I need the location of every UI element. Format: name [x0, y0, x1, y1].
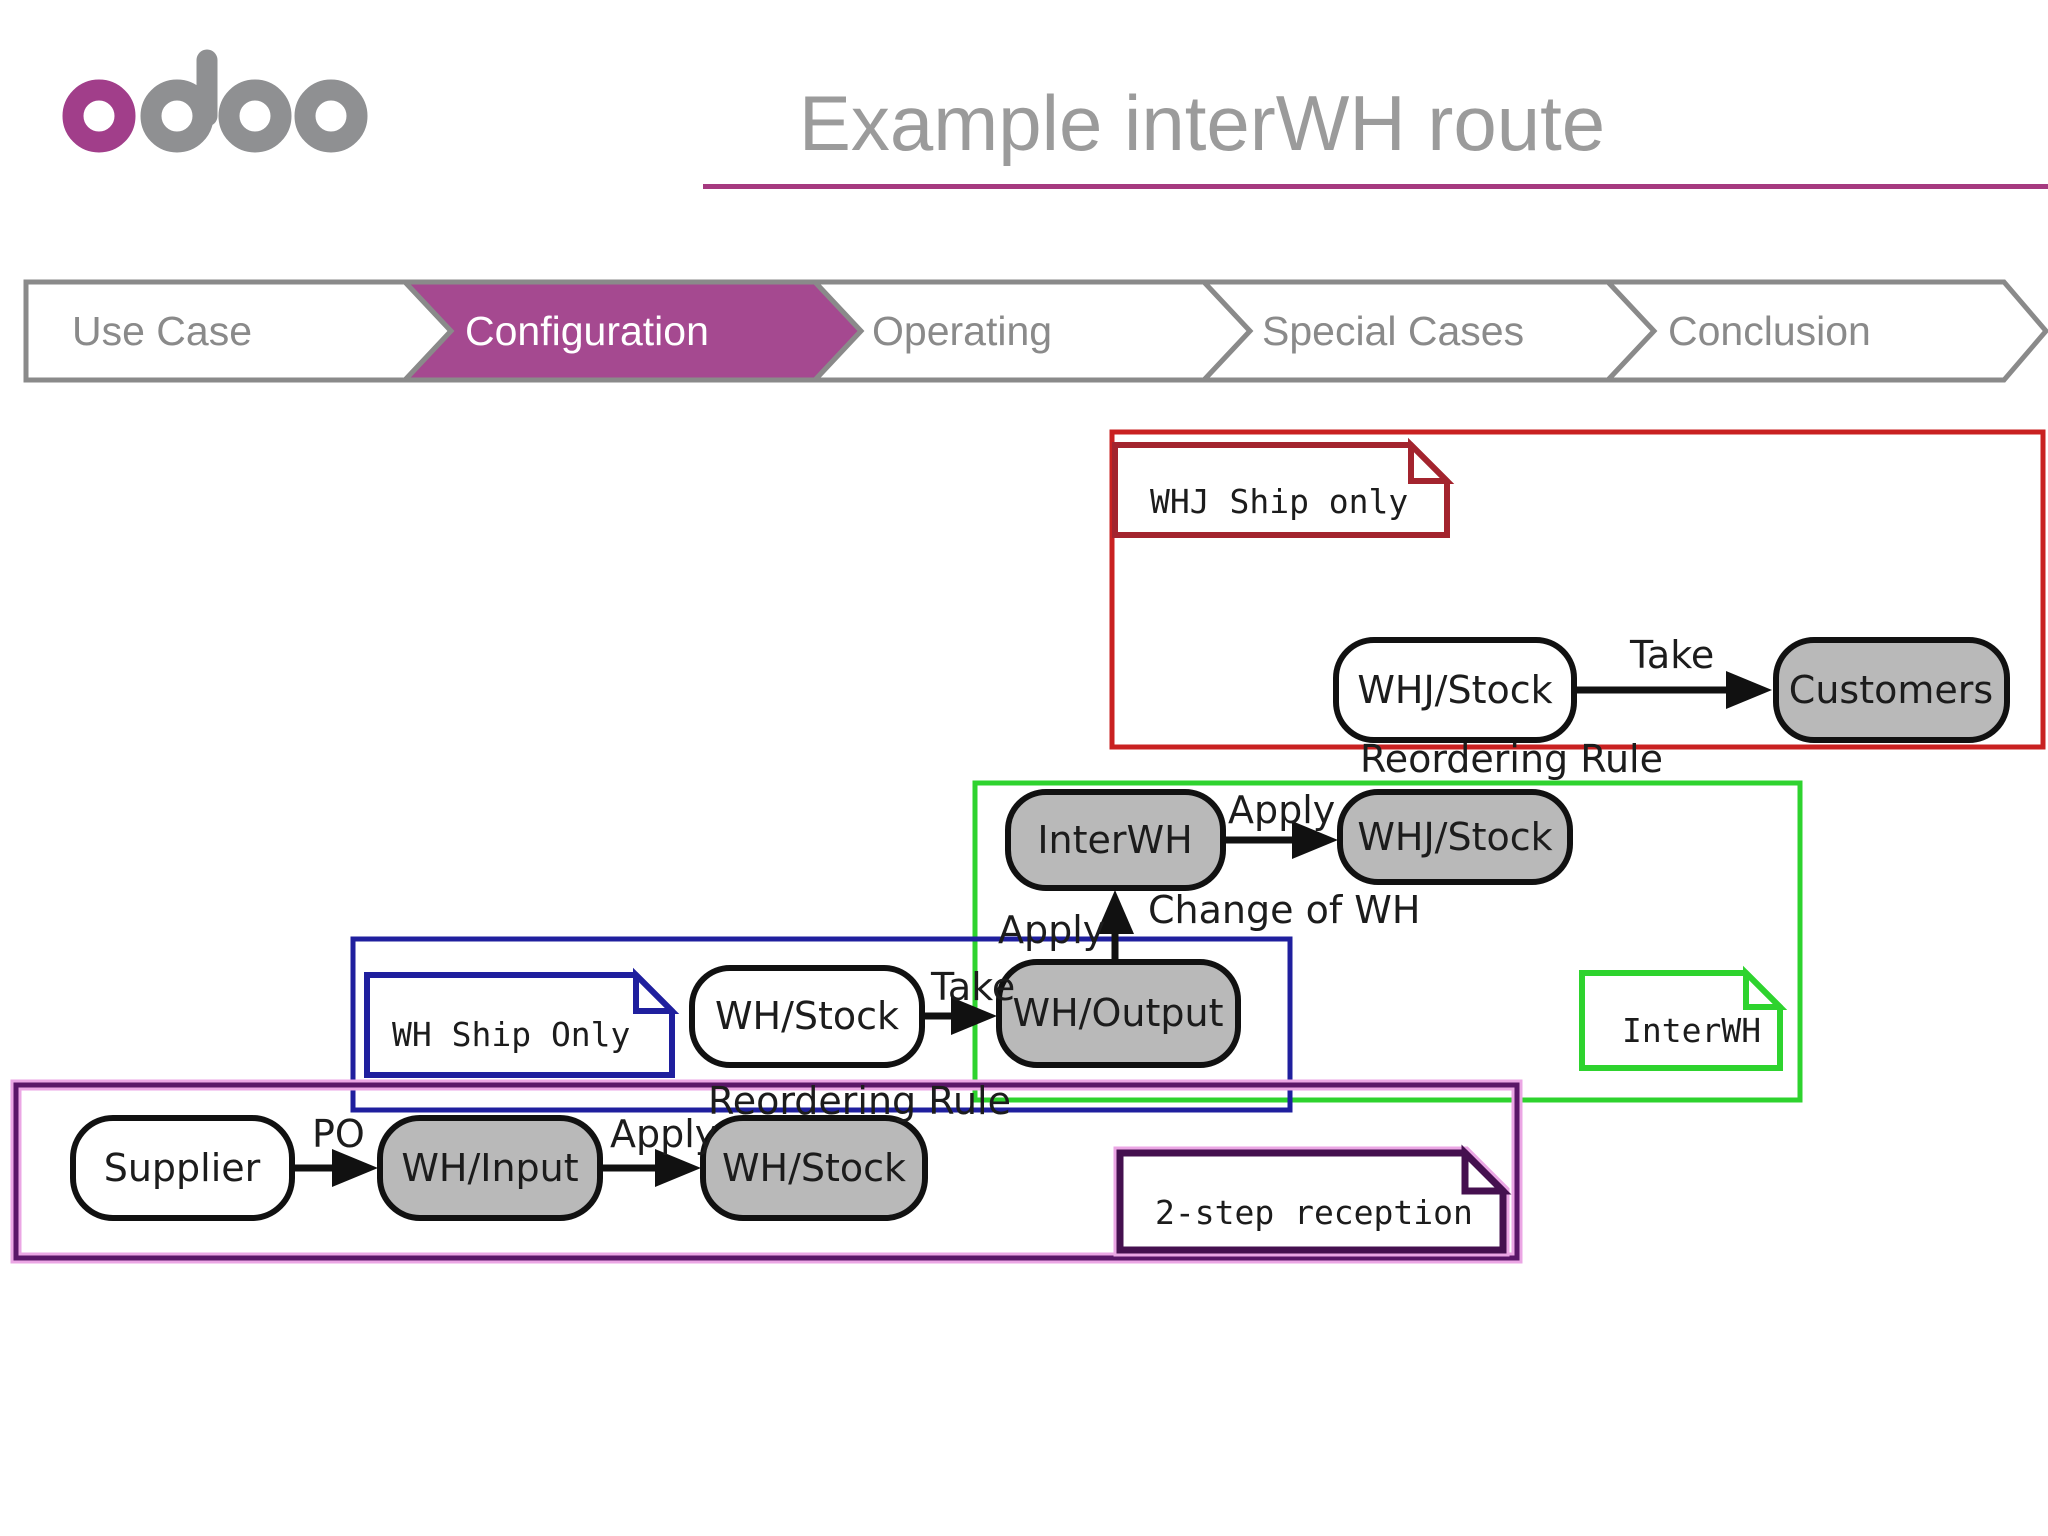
- node-whj-stock-rule: WHJ/Stock: [1337, 789, 1573, 885]
- note-2-step-reception-text: 2-step reception: [1155, 1193, 1473, 1232]
- page-title: Example interWH route: [799, 79, 1605, 167]
- nav-tab-operating-label[interactable]: Operating: [872, 308, 1052, 354]
- note-interwh: InterWH: [1579, 965, 1788, 1071]
- label-reordering-rule-bottom: Reordering Rule: [708, 1079, 1011, 1123]
- node-supplier: Supplier: [70, 1115, 295, 1221]
- note-wh-ship-only-shape: [364, 972, 675, 1078]
- logo-o3: [294, 79, 368, 153]
- svg-text:WH/Stock: WH/Stock: [715, 994, 899, 1038]
- arrow-apply-interwh-whjstock: [1223, 821, 1338, 859]
- nav-tab-conclusion-shape[interactable]: [1602, 279, 2048, 383]
- note-whj-ship-only-text: WHJ Ship only: [1150, 482, 1408, 521]
- box-wh-ship-only: [350, 936, 1293, 1113]
- nav-tab-conclusion[interactable]: Conclusion: [1602, 279, 2048, 383]
- node-wh-output: WH/Output: [996, 959, 1241, 1068]
- odoo-logo: [62, 49, 368, 153]
- note-wh-ship-only-fold: [633, 967, 680, 1014]
- svg-text:Supplier: Supplier: [104, 1146, 261, 1190]
- svg-text:WH/Stock: WH/Stock: [722, 1146, 906, 1190]
- box-2-step-reception: [10, 1079, 1523, 1264]
- note-whj-ship-only: WHJ Ship only: [1112, 437, 1455, 538]
- note-2-step-reception: 2-step reception: [1113, 1144, 1512, 1257]
- nav-tab-special-cases[interactable]: Special Cases: [1198, 279, 1658, 383]
- arrow-take-whj-stock-customers: [1574, 671, 1772, 709]
- label-change-of-wh: Change of WH: [1148, 888, 1420, 932]
- nav-tab-configuration-label[interactable]: Configuration: [465, 308, 709, 354]
- arrowhead: [1726, 671, 1772, 709]
- label-reordering-rule-top: Reordering Rule: [1360, 737, 1663, 781]
- logo-o2: [218, 79, 292, 153]
- label-take-wh: Take: [930, 965, 1015, 1009]
- arrow-po-supplier-whinput: [292, 1149, 378, 1187]
- note-2-step-reception-shape: [1116, 1149, 1507, 1254]
- arrowhead: [951, 997, 997, 1035]
- svg-text:WHJ/Stock: WHJ/Stock: [1357, 668, 1552, 712]
- note-interwh-fold: [1743, 965, 1788, 1010]
- title-underline: [703, 184, 2048, 189]
- node-customers: Customers: [1773, 637, 2010, 743]
- arrowhead: [1096, 890, 1134, 934]
- arrow-take-whstock-whoutput: [922, 997, 997, 1035]
- note-interwh-shape: [1579, 970, 1783, 1071]
- svg-text:WH/Output: WH/Output: [1013, 991, 1224, 1035]
- nav-tab-configuration[interactable]: Configuration: [399, 279, 865, 383]
- arrow-apply-whinput-whstock: [600, 1149, 701, 1187]
- note-whj-ship-only-fold: [1408, 437, 1455, 484]
- note-wh-ship-only: WH Ship Only: [364, 967, 680, 1078]
- label-apply-interwh: Apply: [1228, 788, 1335, 832]
- nav-tab-use-case-label[interactable]: Use Case: [72, 308, 252, 354]
- box-whj-ship-only: [1109, 429, 2046, 750]
- box-2-step-reception-border: [13, 1082, 1520, 1261]
- svg-text:InterWH: InterWH: [1037, 818, 1192, 862]
- nav-tab-conclusion-label[interactable]: Conclusion: [1668, 308, 1871, 354]
- nav-tab-operating[interactable]: Operating: [809, 279, 1254, 383]
- logo-o1: [62, 79, 136, 153]
- nav-tab-special-cases-label[interactable]: Special Cases: [1262, 308, 1524, 354]
- node-wh-stock-rule: WH/Stock: [700, 1115, 928, 1221]
- nav-tab-use-case[interactable]: Use Case: [23, 279, 455, 383]
- svg-text:WHJ/Stock: WHJ/Stock: [1357, 815, 1552, 859]
- note-interwh-text: InterWH: [1622, 1011, 1761, 1050]
- label-apply-input: Apply: [610, 1112, 717, 1156]
- note-wh-ship-only-text: WH Ship Only: [392, 1015, 630, 1054]
- arrowhead: [655, 1149, 701, 1187]
- node-whj-stock-ship: WHJ/Stock: [1333, 637, 1577, 743]
- node-wh-stock-ship: WH/Stock: [689, 965, 925, 1068]
- logo-d-bowl: [140, 79, 214, 153]
- arrowhead: [332, 1149, 378, 1187]
- note-2-step-reception-fold: [1461, 1144, 1512, 1195]
- label-take-whj: Take: [1629, 633, 1714, 677]
- node-wh-input: WH/Input: [377, 1115, 603, 1221]
- note-whj-ship-only-shape: [1112, 442, 1450, 538]
- svg-text:Customers: Customers: [1789, 668, 1993, 712]
- arrow-change-of-wh-up: [1096, 890, 1134, 962]
- label-po: PO: [312, 1112, 365, 1156]
- node-interwh: InterWH: [1005, 789, 1226, 891]
- svg-text:WH/Input: WH/Input: [401, 1146, 578, 1190]
- arrowhead: [1292, 821, 1338, 859]
- nav-breadcrumb: Use Case Configuration Operating Special…: [23, 279, 2048, 383]
- label-apply-output: Apply: [998, 908, 1105, 952]
